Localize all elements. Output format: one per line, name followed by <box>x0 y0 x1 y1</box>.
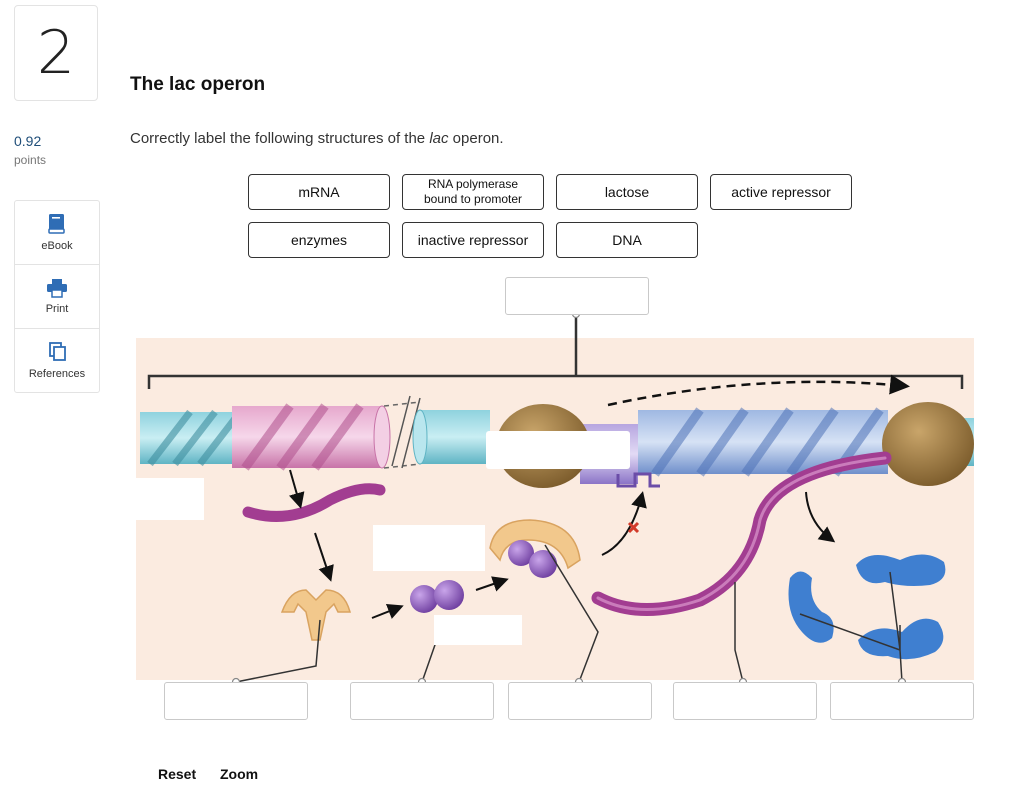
drop-target-5[interactable] <box>830 682 974 720</box>
lactose-molecule <box>434 580 464 610</box>
points-value: 0.92 <box>14 133 42 149</box>
instruction-italic: lac <box>429 130 449 147</box>
hidden-label-mask <box>434 615 522 645</box>
book-icon <box>48 214 65 234</box>
copy-pages-icon <box>49 342 66 361</box>
drop-target-1[interactable] <box>164 682 308 720</box>
label-chip-mrna[interactable]: mRNA <box>248 174 390 210</box>
rna-polymerase-line2: bound to promoter <box>423 192 523 206</box>
label-chip-active-repressor[interactable]: active repressor <box>710 174 852 210</box>
diagram-panel <box>136 338 974 680</box>
instruction-end: operon. <box>448 130 504 147</box>
transcription-arrow <box>607 374 910 407</box>
blocked-x-icon <box>627 521 640 534</box>
enzyme-blob <box>788 571 834 643</box>
active-repressor-shape <box>280 589 351 641</box>
print-button[interactable]: Print <box>15 265 99 329</box>
question-title: The lac operon <box>130 74 266 95</box>
operon-bracket <box>147 374 964 389</box>
instruction-start: Correctly label the following structures… <box>130 130 430 147</box>
break-mark <box>391 395 421 469</box>
mrna-short <box>242 483 386 522</box>
question-number: 2 <box>14 5 98 101</box>
drop-target-operon[interactable] <box>505 277 649 315</box>
rna-polymerase-line1: RNA polymerase <box>427 177 519 191</box>
print-label: Print <box>45 303 69 315</box>
hidden-label-mask <box>373 525 485 571</box>
tools-panel: eBook Print References <box>14 200 100 393</box>
lactose-molecule <box>410 585 438 613</box>
process-arrow <box>371 603 404 619</box>
points-label: points <box>14 153 47 167</box>
label-chip-dna[interactable]: DNA <box>556 222 698 258</box>
blocked-arrow <box>601 491 647 556</box>
rna-polymerase-blob-2 <box>882 402 974 486</box>
label-chip-inactive-repressor[interactable]: inactive repressor <box>402 222 544 258</box>
process-arrow <box>289 469 305 509</box>
dna-regulatory-gene <box>140 403 391 471</box>
reset-button[interactable]: Reset <box>158 766 197 782</box>
ebook-button[interactable]: eBook <box>15 201 99 265</box>
enzyme-blob <box>856 554 946 586</box>
zoom-button[interactable]: Zoom <box>220 766 259 782</box>
printer-icon <box>47 279 67 298</box>
hidden-label-mask <box>136 478 204 520</box>
ebook-label: eBook <box>41 240 73 252</box>
hidden-label-mask <box>486 431 630 469</box>
label-chip-lactose[interactable]: lactose <box>556 174 698 210</box>
process-arrow <box>805 491 836 543</box>
process-arrow <box>475 576 509 592</box>
process-arrow <box>314 532 334 582</box>
drop-target-3[interactable] <box>508 682 652 720</box>
references-button[interactable]: References <box>15 329 99 392</box>
label-chip-enzymes[interactable]: enzymes <box>248 222 390 258</box>
drop-target-2[interactable] <box>350 682 494 720</box>
instruction-text: Correctly label the following structures… <box>130 130 504 147</box>
references-label: References <box>28 368 86 380</box>
drop-target-4[interactable] <box>673 682 817 720</box>
